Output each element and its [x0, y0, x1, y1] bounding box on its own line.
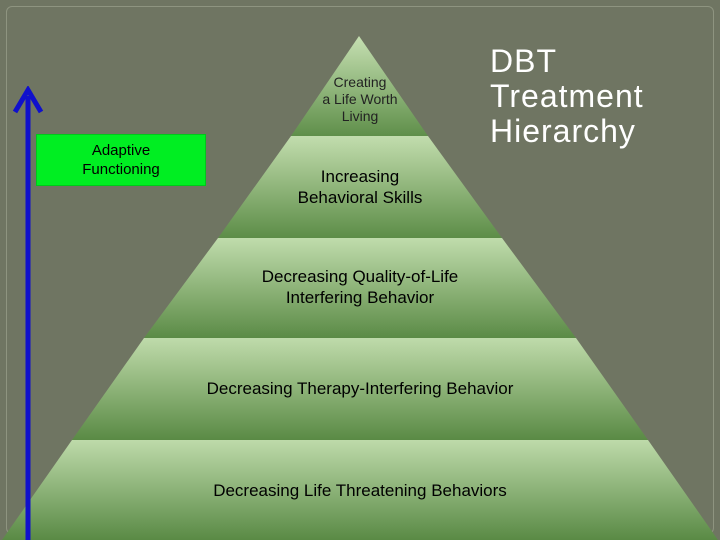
pyramid-tier-5	[2, 440, 718, 540]
adaptive-functioning-label: Adaptive Functioning	[82, 142, 160, 178]
tier-label-therapy-interfering: Decreasing Therapy-Interfering Behavior	[206, 379, 514, 398]
pyramid-tier-3	[144, 238, 576, 338]
diagram-title: DBT Treatment Hierarchy	[490, 43, 644, 149]
pyramid-tier-2	[218, 136, 502, 238]
pyramid-tier-1	[291, 36, 428, 136]
pyramid-tier-4	[72, 338, 648, 440]
tier-label-quality-of-life: Decreasing Quality-of-Life Interfering B…	[261, 267, 459, 307]
tier-label-behavioral-skills: Increasing Behavioral Skills	[297, 167, 423, 207]
tier-label-life-threatening: Decreasing Life Threatening Behaviors	[213, 481, 507, 500]
upward-arrow-icon	[12, 86, 44, 540]
adaptive-functioning-box: Adaptive Functioning	[36, 134, 206, 186]
tier-label-life-worth-living: Creating a Life Worth Living	[322, 74, 398, 124]
